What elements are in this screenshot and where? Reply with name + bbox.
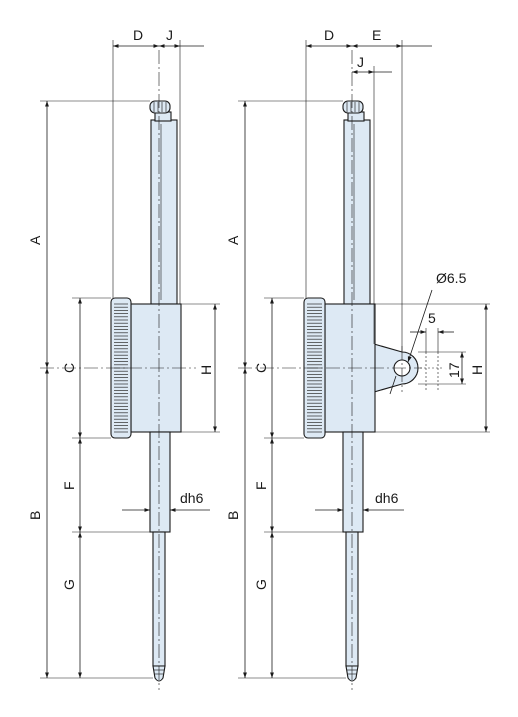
left-dim-G: G <box>61 579 77 590</box>
left-dim-F: F <box>61 481 77 490</box>
right-dim-C: C <box>253 363 269 373</box>
left-lower-stem <box>149 431 171 533</box>
right-dim-5: 5 <box>428 310 436 326</box>
right-dim-dh6: dh6 <box>375 490 399 506</box>
left-knurl <box>114 303 128 433</box>
right-dim-A: A <box>225 235 241 245</box>
right-dim-17: 17 <box>446 362 462 378</box>
right-dim-F: F <box>253 481 269 490</box>
right-dim-G: G <box>253 579 269 590</box>
right-dim-J: J <box>357 54 364 70</box>
left-dim-B: B <box>27 511 43 520</box>
right-dim-B: B <box>225 511 241 520</box>
right-dim-D: D <box>324 27 334 43</box>
right-knurl <box>307 303 322 433</box>
right-dim-H: H <box>469 365 485 375</box>
right-lower-stem <box>342 431 364 533</box>
left-dim-C: C <box>61 363 77 373</box>
left-dim-dh6: dh6 <box>180 490 204 506</box>
right-view: D E J A B C F G H 17 <box>225 27 490 690</box>
left-upper-rod <box>150 119 178 305</box>
left-view: D J A B C F G H dh6 <box>27 27 220 690</box>
right-upper-rod <box>343 119 371 305</box>
left-dim-D: D <box>133 27 143 43</box>
left-dim-J: J <box>166 27 173 43</box>
left-dim-H: H <box>198 365 214 375</box>
right-dim-hole-diameter: Ø6.5 <box>436 270 467 286</box>
right-dim-E: E <box>372 27 381 43</box>
right-cap-knob <box>342 100 364 114</box>
left-cap-knob <box>149 100 171 114</box>
left-dim-A: A <box>27 235 43 245</box>
